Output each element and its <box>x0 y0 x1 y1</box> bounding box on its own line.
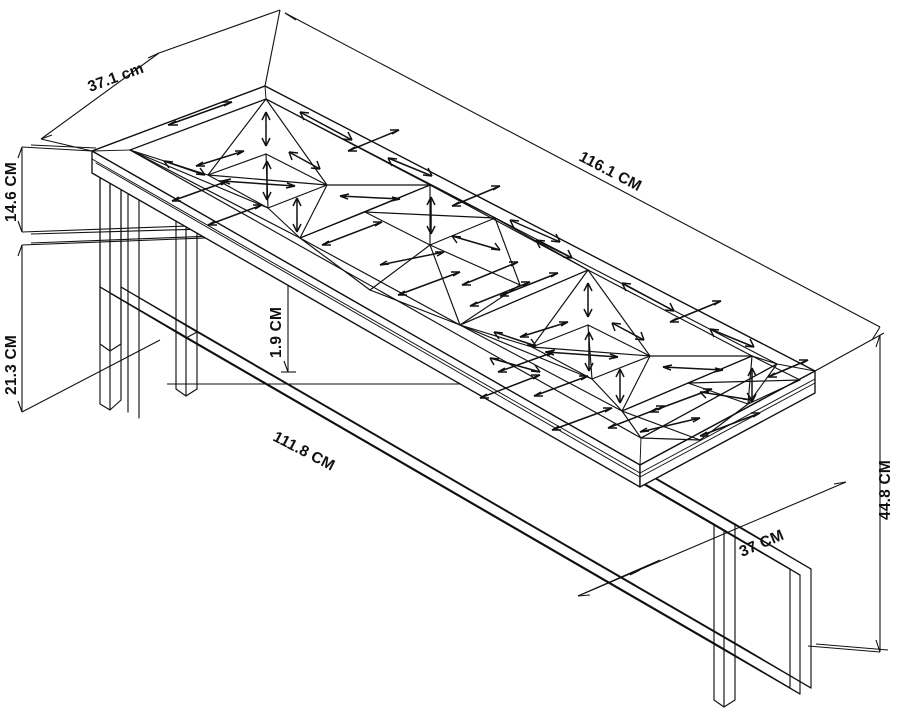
grain-arrow <box>709 328 755 348</box>
grain-arrow <box>497 351 555 373</box>
grain-arrow <box>469 281 531 307</box>
leg-front-left-lower <box>175 331 198 397</box>
grain-arrow <box>379 251 445 266</box>
grain-arrow <box>426 196 436 235</box>
shelf-rear-edge <box>99 286 736 650</box>
grain-arrow <box>611 322 645 341</box>
grain-arrow <box>621 282 675 312</box>
grain-arrow <box>167 101 233 126</box>
grain-arrow <box>397 271 461 296</box>
grain-arrows-group <box>163 101 809 437</box>
leg-front-left <box>127 175 140 419</box>
shelf-left-side <box>99 286 198 339</box>
grain-arrow <box>499 272 559 297</box>
grain-arrow <box>767 359 809 378</box>
grain-arrow <box>615 368 625 404</box>
dimension-label-clearance-lower: 21.3 CM <box>3 335 20 395</box>
leg-rear-left-lower <box>99 286 122 352</box>
grain-arrow <box>288 151 321 170</box>
shelf-right-side <box>713 642 812 695</box>
grain-arrow <box>493 331 537 347</box>
grain-arrow <box>639 417 701 433</box>
grain-arrow <box>461 261 519 286</box>
grain-arrow <box>207 204 263 226</box>
grain-arrow <box>584 331 594 372</box>
dimension-length-top <box>284 12 885 372</box>
grain-arrow <box>262 160 272 201</box>
grain-arrow <box>339 193 401 202</box>
grain-arrow <box>509 219 561 243</box>
grain-arrow <box>662 364 724 373</box>
grain-arrow <box>583 282 593 318</box>
dimension-clearance-lower <box>17 231 319 413</box>
parquet-panel-b <box>459 269 801 441</box>
grain-arrow <box>387 157 433 177</box>
leg-rear-right <box>713 523 736 650</box>
dimension-depth-top <box>40 9 281 152</box>
dimension-lines-group <box>17 9 889 653</box>
grain-arrow <box>292 197 302 233</box>
grain-arrow <box>347 129 400 152</box>
grain-arrow <box>261 111 271 147</box>
grain-arrow <box>171 180 229 202</box>
grain-arrow <box>551 407 613 431</box>
tabletop-edge-front-right <box>639 370 816 488</box>
grain-arrow <box>221 178 296 189</box>
dimension-label-overall-height: 44.8 CM <box>877 460 894 520</box>
leg-rear-right-lower <box>713 642 736 708</box>
grain-arrow <box>519 321 569 338</box>
grain-arrow <box>533 375 589 397</box>
grain-arrow <box>195 150 245 167</box>
grain-arrow <box>451 235 501 251</box>
grain-arrow <box>669 300 722 323</box>
leg-front-right <box>789 568 812 695</box>
grain-arrow <box>699 412 761 437</box>
dimension-overall-height <box>807 334 889 653</box>
grain-arrow <box>535 239 573 259</box>
dimension-frame-depth <box>577 481 847 597</box>
grain-arrow <box>321 221 383 246</box>
grain-arrow <box>479 374 541 399</box>
dimension-label-top-thickness: 1.9 CM <box>268 307 285 358</box>
rail-top-right-side <box>713 523 812 576</box>
shelf-front-edge <box>175 331 812 695</box>
grain-arrow <box>163 160 206 176</box>
grain-arrow <box>607 405 666 429</box>
dimension-label-clearance-upper: 14.6 CM <box>3 162 20 222</box>
grain-arrow <box>451 185 501 207</box>
grain-arrow <box>299 111 353 141</box>
grain-arrow <box>489 357 541 373</box>
